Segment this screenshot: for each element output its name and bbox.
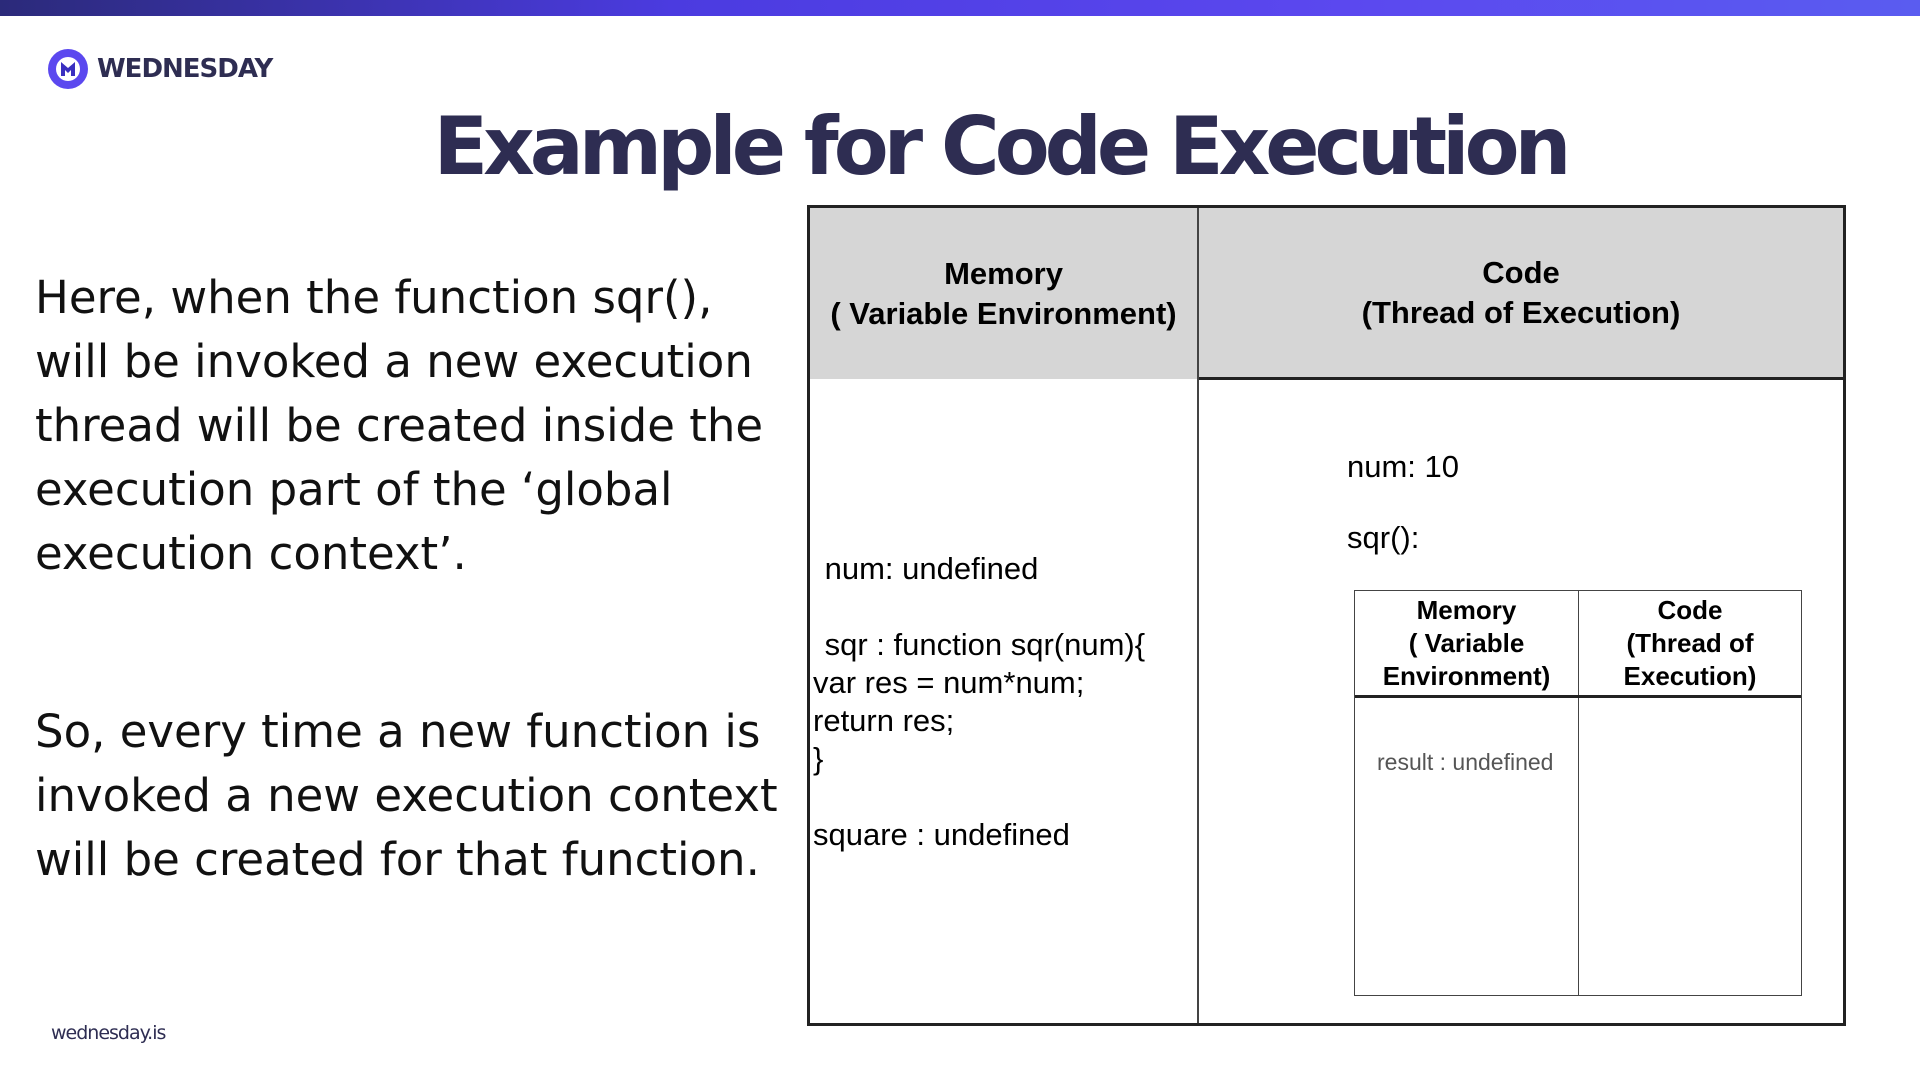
explanation-paragraph-1: Here, when the function sqr(), will be i… (35, 271, 764, 580)
global-execution-context-table: Memory ( Variable Environment) Code (Thr… (807, 205, 1846, 1026)
brand-name: WEDNESDAY (97, 54, 273, 84)
memory-entry-sqr-body-2: return res; (813, 703, 955, 738)
function-memory-header-line-3: Environment) (1382, 660, 1551, 691)
wednesday-logo-icon (48, 49, 88, 89)
column-divider (1197, 208, 1199, 1023)
slide-title: Example for Code Execution (433, 100, 1572, 193)
memory-entry-square: square : undefined (813, 817, 1070, 852)
footer-website: wednesday.is (51, 1022, 166, 1044)
memory-entry-num: num: undefined (816, 551, 1039, 586)
function-code-header-line-3: Execution) (1623, 660, 1757, 691)
code-column-header: Code (Thread of Execution) (1199, 208, 1843, 380)
brand-logo: WEDNESDAY (47, 48, 273, 90)
code-entry-sqr-call: sqr(): (1347, 520, 1420, 555)
code-entry-num: num: 10 (1347, 449, 1460, 484)
function-column-divider (1578, 591, 1579, 995)
memory-entry-sqr: sqr : function sqr(num){ (816, 627, 1146, 662)
code-header-title: Code (1482, 254, 1560, 290)
function-memory-header: Memory ( Variable Environment) (1355, 591, 1578, 695)
memory-header-title: Memory (944, 255, 1063, 291)
explanation-paragraph-2: So, every time a new function is invoked… (35, 705, 778, 886)
function-header-divider (1355, 695, 1801, 698)
function-code-header: Code (Thread of Execution) (1579, 591, 1801, 695)
memory-entry-sqr-body-1: var res = num*num; (813, 665, 1085, 700)
memory-header-subtitle: ( Variable Environment) (830, 295, 1177, 331)
function-memory-header-line-1: Memory (1416, 594, 1517, 625)
memory-column-header: Memory ( Variable Environment) (810, 208, 1197, 379)
code-header-subtitle: (Thread of Execution) (1361, 294, 1681, 330)
function-memory-entry-result: result : undefined (1377, 749, 1554, 775)
memory-entry-sqr-close: } (813, 741, 824, 776)
function-memory-header-line-2: ( Variable (1408, 627, 1525, 658)
function-code-header-line-1: Code (1657, 594, 1723, 625)
function-execution-context-table: Memory ( Variable Environment) Code (Thr… (1354, 590, 1802, 996)
function-code-header-line-2: (Thread of (1626, 627, 1754, 658)
top-accent-bar (0, 0, 1920, 16)
